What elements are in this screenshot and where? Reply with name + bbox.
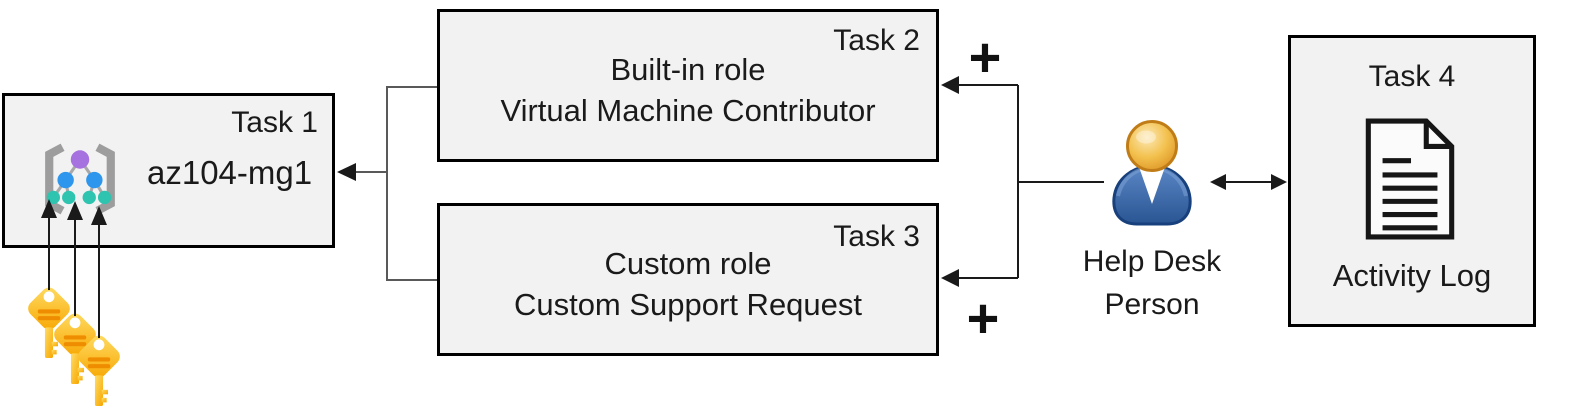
plus-sign-top: +	[968, 25, 1002, 89]
task4-label: Task 4	[1368, 60, 1456, 93]
task3-role-name: Custom Support Request	[513, 287, 863, 322]
task1-box: Task 1 az104-mg1	[2, 93, 335, 248]
key-icon	[50, 310, 100, 384]
task2-label: Task 2	[833, 24, 920, 57]
person-label: Help Desk Person	[1057, 240, 1247, 326]
task3-label: Task 3	[833, 220, 920, 253]
task1-label: Task 1	[231, 106, 318, 139]
management-group-name: az104-mg1	[147, 154, 313, 191]
activity-log-document-icon	[1363, 118, 1457, 245]
management-group-icon	[40, 143, 120, 220]
task2-role-name: Virtual Machine Contributor	[500, 93, 876, 128]
branch-left	[337, 86, 437, 281]
person-label-line2: Person	[1104, 288, 1200, 321]
arrow-person-task4	[1210, 174, 1287, 190]
person-label-line1: Help Desk	[1082, 245, 1222, 278]
task2-box: Task 2 Built-in role Virtual Machine Con…	[437, 9, 939, 162]
person-icon	[1104, 120, 1200, 233]
task4-box: Task 4 Activity Log	[1288, 35, 1536, 327]
task3-role-type: Custom role	[604, 246, 772, 281]
task4-caption: Activity Log	[1332, 258, 1492, 293]
plus-sign-bottom: +	[966, 286, 1000, 350]
task2-role-type: Built-in role	[610, 52, 766, 87]
key-icon	[74, 332, 124, 406]
key-icon-group	[24, 284, 124, 406]
key-icon	[24, 284, 74, 358]
task3-box: Task 3 Custom role Custom Support Reques…	[437, 203, 939, 356]
